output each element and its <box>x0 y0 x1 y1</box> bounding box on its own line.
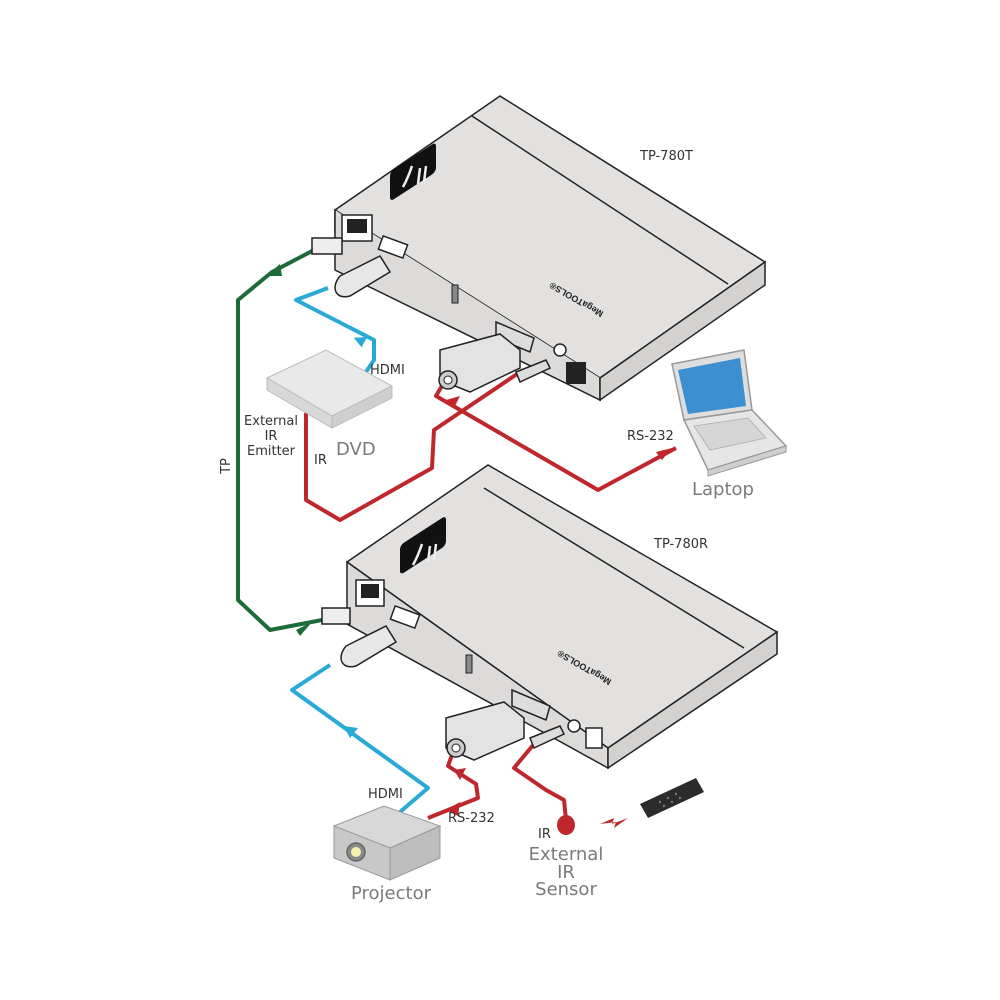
ir-jack <box>515 359 552 384</box>
tp-780t-label: TP-780T <box>639 149 693 164</box>
ir-rx-label: IR <box>538 827 551 842</box>
dvd-player-icon <box>265 349 394 429</box>
ir-port <box>553 343 567 357</box>
projector-label: Projector <box>351 883 432 904</box>
tp-780t-device: MegaTOOLS® <box>311 95 767 402</box>
rs232-rx-label: RS-232 <box>448 811 495 826</box>
ir-emitter-label-1: External <box>244 414 298 429</box>
switch <box>451 284 459 304</box>
tp-cable <box>236 248 323 636</box>
hdmi-connector <box>334 255 392 298</box>
rs232-rx-cable <box>427 743 480 820</box>
hdmi-in-label: HDMI <box>370 363 405 378</box>
ir-sensor-label-1: External <box>529 844 604 865</box>
ir-tx-label: IR <box>314 453 327 468</box>
tp-780r-device: MegaTOOLS® <box>321 464 779 770</box>
ir-emitter-label-3: Emitter <box>247 444 296 459</box>
tp-arrow-top <box>266 264 282 276</box>
hdmi-in-arrow <box>353 337 368 348</box>
hdmi-in-cable <box>294 286 376 374</box>
projector-icon <box>332 805 442 881</box>
kramer-logo-icon <box>400 517 446 574</box>
ir-jack <box>529 725 566 750</box>
ir-emitter-label-2: IR <box>265 429 278 444</box>
laptop-label: Laptop <box>692 479 754 500</box>
rs232-port <box>495 320 535 354</box>
rs232-port <box>511 688 551 722</box>
power-port <box>585 727 603 749</box>
rs232-tx-arrow-a <box>446 396 460 408</box>
rs232-tx-label: RS-232 <box>627 429 674 444</box>
ir-port <box>567 719 581 733</box>
rs232-tx-arrow-b <box>656 448 672 460</box>
tp-label: TP <box>219 458 234 475</box>
rs232-connector <box>445 701 525 761</box>
hdmi-out-port <box>389 605 421 629</box>
ir-signal-icon <box>600 818 628 828</box>
rs232-rx-arrow-b <box>446 802 460 816</box>
ir-sensor-label-3: Sensor <box>535 879 597 900</box>
rs232-rx-arrow-a <box>454 768 466 780</box>
hdmi-connector <box>340 625 398 668</box>
hdmi-out-label: HDMI <box>368 787 403 802</box>
tp-780r-label: TP-780R <box>653 537 708 552</box>
switch <box>465 654 473 674</box>
tp-arrow-bottom <box>296 622 312 636</box>
hdmi-in-port <box>377 235 409 259</box>
kramer-logo-icon <box>390 143 436 200</box>
ir-sensor-icon <box>557 815 575 835</box>
ir-rx-cable <box>512 742 568 821</box>
laptop-icon <box>671 349 788 477</box>
hdmi-out-cable <box>290 663 430 814</box>
tp-connector <box>311 237 343 255</box>
hdmi-out-arrow <box>344 726 358 738</box>
ir-sensor-label-2: IR <box>557 862 575 883</box>
dvd-label: DVD <box>336 439 376 460</box>
tp-connector <box>321 607 351 625</box>
power-port <box>566 362 586 384</box>
remote-control-icon <box>640 778 704 818</box>
